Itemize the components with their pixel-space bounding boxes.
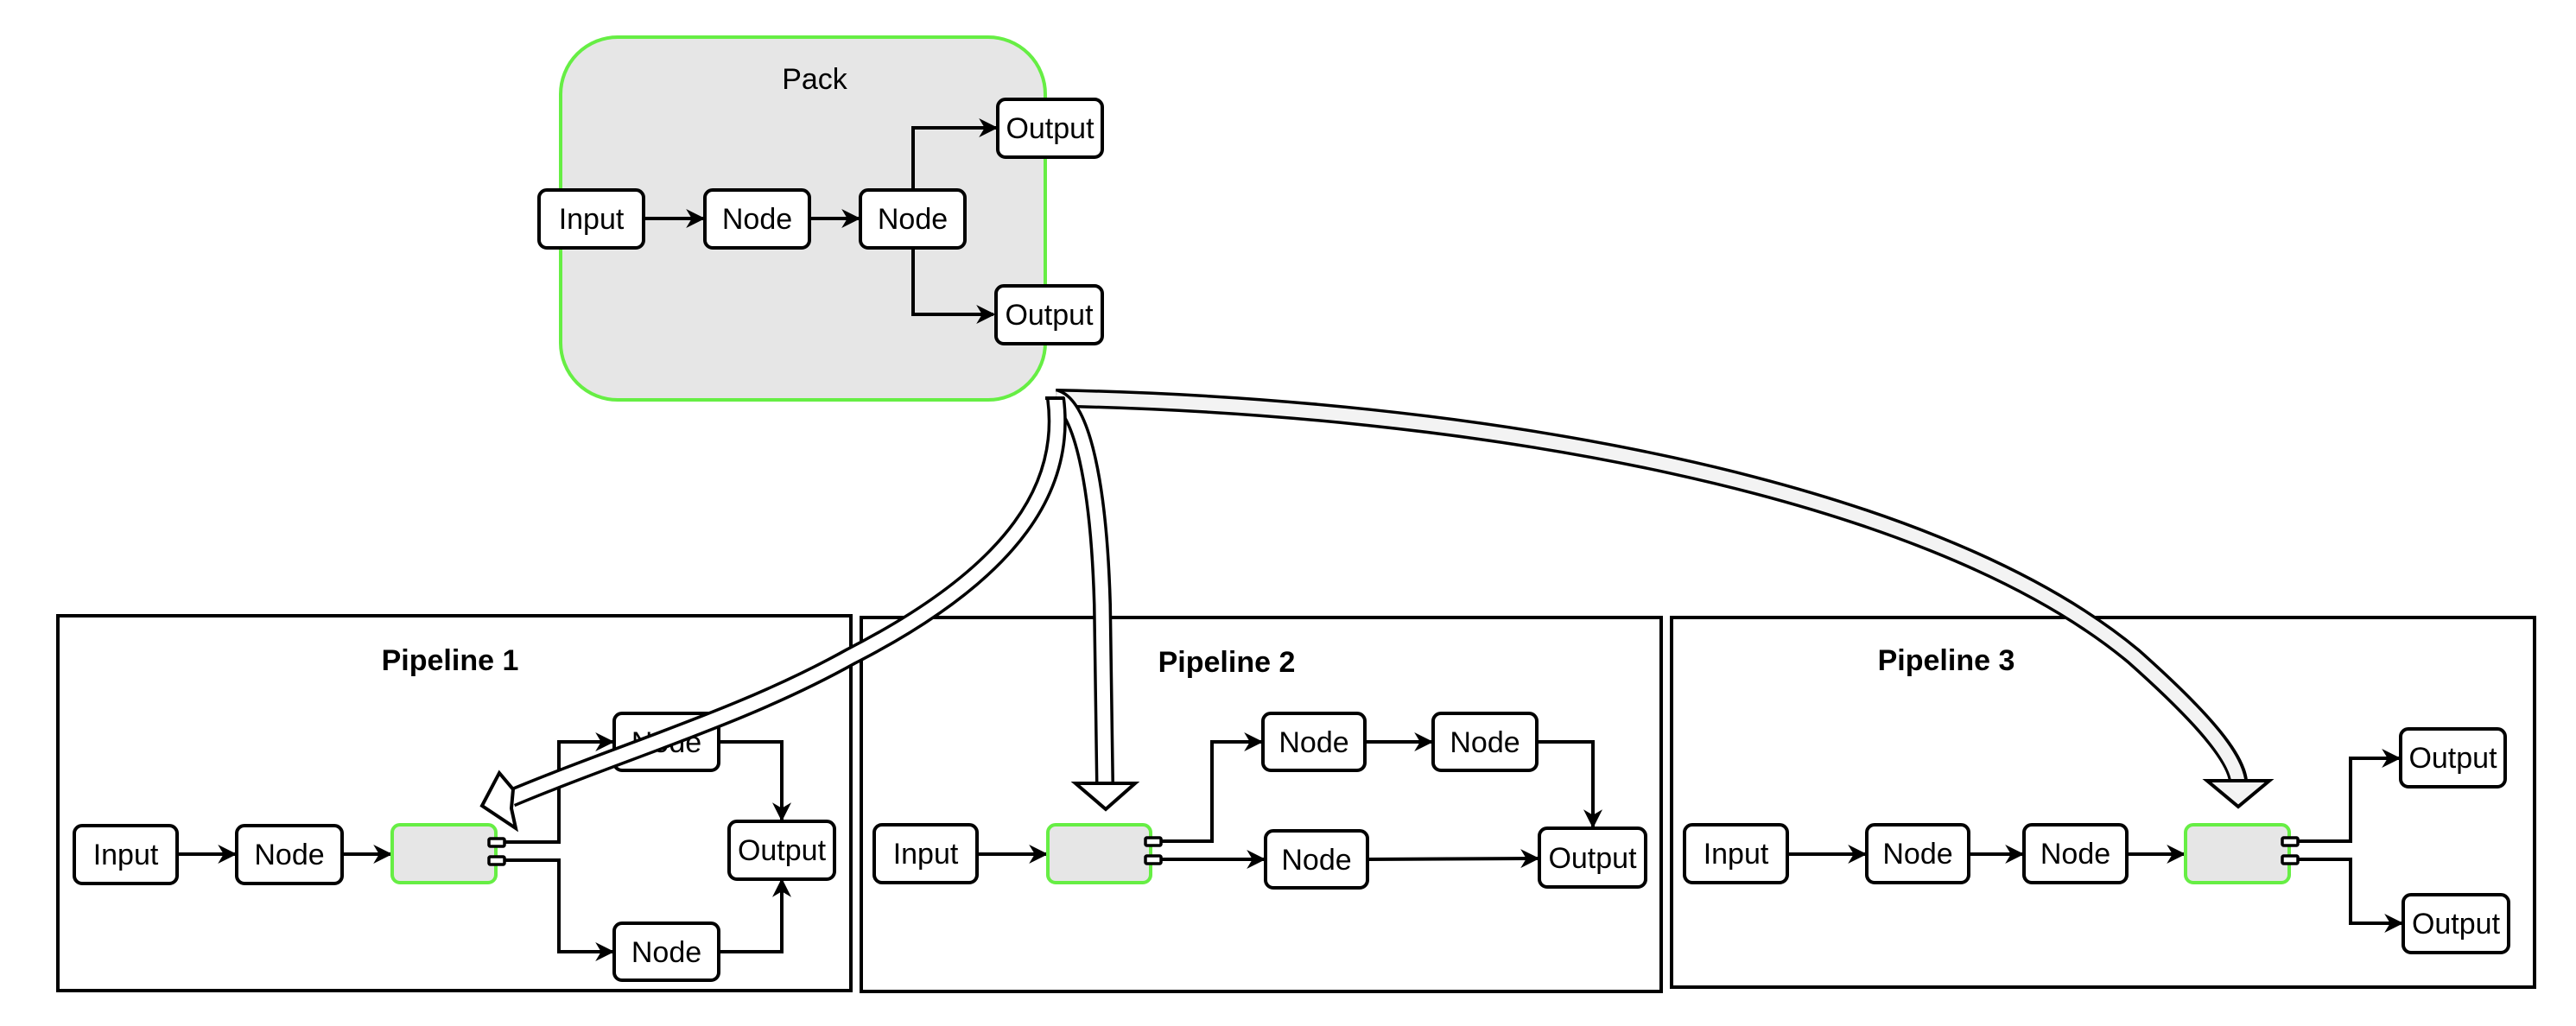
p1-edge-port1-node-top [504,732,615,844]
p2-edge-port1-node-top1 [1162,732,1264,843]
pack-node-2-label: Node [878,203,948,236]
flow-arrow-3-body [1055,391,2245,784]
p2-pack-reference[interactable] [1046,823,1163,884]
p3-output-top-label: Output [2408,742,2497,775]
p3-node-2-label: Node [2040,838,2110,871]
p3-input-node[interactable]: Input [1683,823,1789,884]
p2-node-top-1[interactable]: Node [1261,712,1367,772]
p2-node-top-1-label: Node [1278,726,1348,759]
p2-node-bottom-label: Node [1281,844,1351,877]
p2-input-label: Input [893,838,959,871]
pack-title: Pack [782,63,848,96]
flow-arrow-1-body [507,397,1064,805]
p2-pack-port-2[interactable] [1144,854,1163,865]
flow-arrow-3-head [2202,779,2275,809]
p3-node-1-label: Node [1882,838,1952,871]
pack-node-1[interactable]: Node [703,188,811,250]
p1-pack-port-1[interactable] [487,837,506,848]
pipeline-2-container[interactable] [860,616,1663,993]
p3-node-1[interactable]: Node [1865,823,1970,884]
p1-input-label: Input [93,839,159,871]
flow-arrow-2-head [1070,782,1140,812]
pack-edge-node2-output-bottom [911,247,996,324]
p1-edge-node-bottom-output [719,877,791,953]
pack-output-bottom[interactable]: Output [994,284,1104,345]
p2-output-label: Output [1548,842,1637,875]
pipeline-2-title: Pipeline 2 [1158,646,1296,679]
p3-edge-port1-output-top [2298,749,2402,843]
p2-output-node[interactable]: Output [1538,826,1647,889]
p2-node-top-2[interactable]: Node [1431,712,1539,772]
p3-output-top[interactable]: Output [2399,727,2507,788]
p2-node-bottom[interactable]: Node [1264,829,1369,890]
p1-pack-port-2[interactable] [487,855,506,866]
pack-output-top-label: Output [1006,112,1094,145]
p1-edge-port2-node-bottom [504,858,615,961]
p3-output-bottom[interactable]: Output [2402,893,2510,954]
p3-pack-reference[interactable] [2184,823,2300,884]
p1-output-node[interactable]: Output [727,820,836,881]
flow-arrow-pack-to-pipeline-3 [1055,389,2275,809]
p3-output-bottom-label: Output [2412,908,2501,940]
p3-input-label: Input [1704,838,1769,871]
p3-pack-port-1[interactable] [2281,836,2300,847]
p2-node-top-2-label: Node [1450,726,1520,759]
p1-node-1[interactable]: Node [235,824,344,885]
p1-node-bottom[interactable]: Node [612,922,720,982]
p1-pack-reference[interactable] [390,823,506,884]
p1-node-bottom-label: Node [631,936,701,969]
pipeline-3[interactable]: Pipeline 3 Input Node Node Output [1670,616,2536,989]
flow-arrow-1-head [479,770,519,833]
p1-node-1-label: Node [254,839,324,871]
p3-edge-port2-output-bottom [2298,858,2404,933]
pack-edge-node2-output-top [911,118,999,191]
p1-output-label: Output [738,834,827,867]
pipeline-1[interactable]: Pipeline 1 Input Node Node Output [56,614,853,992]
p1-input-node[interactable]: Input [73,824,179,885]
pack-output-bottom-label: Output [1005,299,1094,332]
pipeline-1-title: Pipeline 1 [382,644,519,677]
pack-output-top[interactable]: Output [996,98,1104,159]
p2-edge-node-bottom-output [1367,849,1540,869]
pack-node-2[interactable]: Node [859,188,967,250]
p3-node-2[interactable]: Node [2022,823,2129,884]
pack-group[interactable]: Pack Input Node Node Output Output [537,35,1104,402]
pipeline-3-title: Pipeline 3 [1878,644,2015,677]
pack-input-label: Input [559,203,625,236]
p2-pack-port-1[interactable] [1144,836,1163,847]
p2-input-node[interactable]: Input [872,823,979,884]
pack-input-node[interactable]: Input [537,188,645,250]
p1-edge-node-top-output [719,740,791,822]
pack-node-1-label: Node [722,203,792,236]
pipeline-2[interactable]: Pipeline 2 Input Node Node Node [860,616,1663,993]
p2-edge-node-top2-output [1537,740,1602,829]
flow-arrow-pack-to-pipeline-1 [479,396,1067,833]
p3-pack-port-2[interactable] [2281,854,2300,865]
